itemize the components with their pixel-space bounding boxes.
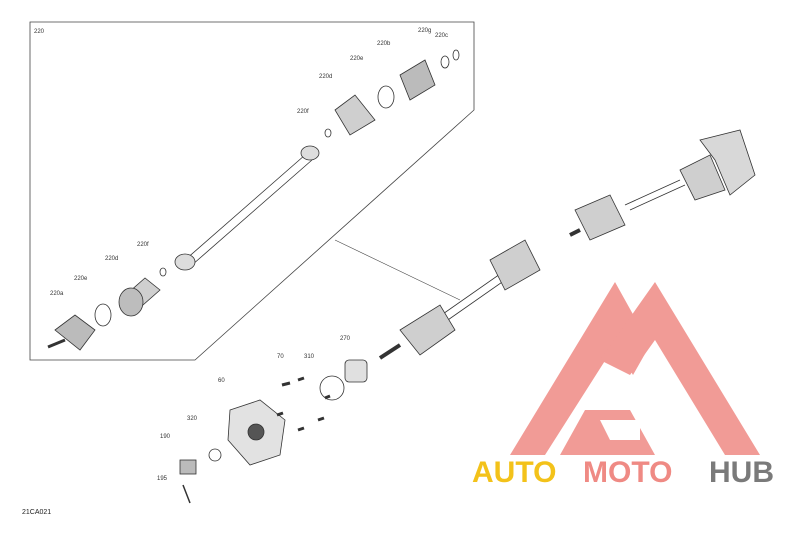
watermark-moto: MOTO	[583, 456, 672, 489]
label-220c: 220c	[435, 33, 448, 39]
label-220f-upper: 220f	[297, 109, 309, 115]
watermark-hub: HUB	[709, 456, 774, 489]
label-320: 320	[187, 416, 198, 422]
watermark-logo	[510, 282, 760, 455]
label-220d-upper: 220d	[319, 74, 332, 80]
label-60: 60	[218, 378, 225, 384]
drawing-code: 21CA021	[22, 509, 51, 516]
label-70: 70	[277, 354, 284, 360]
upper-shaft-assembly	[47, 49, 460, 351]
watermark-text: AUTO MOTO HUB	[472, 456, 774, 489]
label-220e-lower: 220e	[74, 276, 88, 282]
watermark-auto: AUTO	[472, 456, 556, 489]
subassembly-frame	[29, 21, 475, 361]
label-220g: 220g	[418, 28, 431, 34]
label-220b: 220b	[377, 41, 391, 47]
label-310: 310	[304, 354, 315, 360]
label-220e-upper: 220e	[350, 56, 364, 62]
label-190: 190	[160, 434, 171, 440]
label-220a: 220a	[50, 291, 64, 297]
label-195: 195	[157, 476, 168, 482]
leader-line	[334, 239, 461, 301]
label-220: 220	[34, 29, 45, 35]
main-axle	[378, 129, 756, 360]
label-270: 270	[340, 336, 351, 342]
label-220d-lower: 220d	[105, 256, 118, 262]
hub-assembly	[179, 359, 368, 504]
label-220f-lower: 220f	[137, 242, 149, 248]
